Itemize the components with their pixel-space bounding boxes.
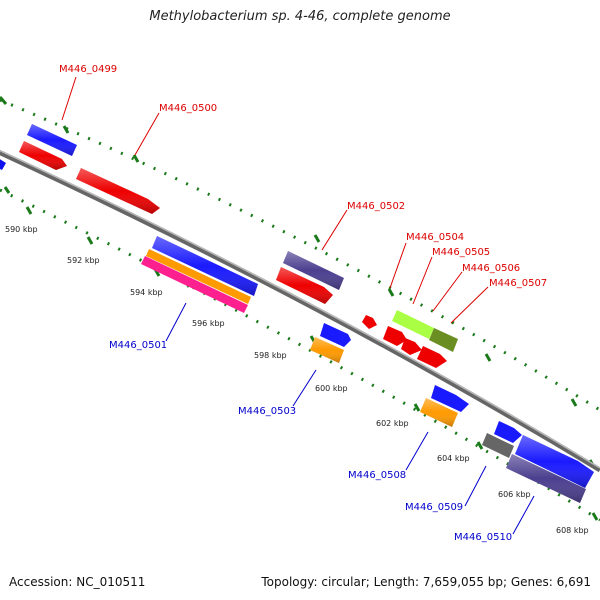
lower-leader-lines: [165, 302, 535, 535]
scale-label-592: 592 kbp: [67, 256, 100, 265]
gene-feature-red-4: [401, 338, 422, 355]
gene-feature-red-small: [362, 315, 377, 329]
topology-text: Topology: circular; Length: 7,659,055 bp…: [261, 575, 591, 589]
gene-label-m446-0504[interactable]: M446_0504: [406, 232, 464, 243]
gene-features: [0, 124, 594, 503]
gene-feature-m446-0501-orange: [146, 249, 251, 304]
gene-label-m446-0502[interactable]: M446_0502: [347, 201, 405, 212]
scale-label-598: 598 kbp: [254, 351, 287, 360]
gene-feature-red-3: [383, 326, 407, 346]
gene-feature-m446-0505: [392, 310, 434, 339]
gene-feature-blue-3: [431, 385, 469, 412]
gene-label-m446-0505[interactable]: M446_0505: [432, 247, 490, 258]
upper-leader-lines: [61, 76, 489, 324]
map-title: Methylobacterium sp. 4-46, complete geno…: [149, 9, 451, 24]
gene-feature-red-5: [417, 346, 447, 368]
scale-label-594: 594 kbp: [130, 288, 163, 297]
gene-label-m446-0503[interactable]: M446_0503: [238, 406, 296, 417]
gene-label-m446-0506[interactable]: M446_0506: [462, 263, 520, 274]
gene-label-m446-0507[interactable]: M446_0507: [489, 278, 547, 289]
gene-feature-blue: [0, 159, 6, 170]
gene-feature-m446-0509: [482, 433, 514, 458]
gene-label-m446-0499[interactable]: M446_0499: [59, 64, 117, 75]
gene-feature-m446-0506: [429, 328, 458, 352]
gene-feature-blue-2: [320, 323, 351, 347]
genome-backbone: [0, 149, 600, 473]
gene-label-m446-0509[interactable]: M446_0509: [405, 502, 463, 513]
scale-label-604: 604 kbp: [437, 454, 470, 463]
gene-feature-m446-0501-pink: [141, 256, 248, 313]
scale-label-606: 606 kbp: [498, 490, 531, 499]
gene-label-m446-0510[interactable]: M446_0510: [454, 532, 512, 543]
scale-label-608: 608 kbp: [556, 526, 589, 535]
gene-label-m446-0508[interactable]: M446_0508: [348, 470, 406, 481]
scale-label-590: 590 kbp: [5, 225, 38, 234]
scale-label-602: 602 kbp: [376, 419, 409, 428]
scale-label-600: 600 kbp: [315, 384, 348, 393]
outer-dotted-ring: [0, 98, 600, 412]
gene-label-m446-0500[interactable]: M446_0500: [159, 103, 217, 114]
scale-label-596: 596 kbp: [192, 319, 225, 328]
gene-feature-blue-4: [494, 421, 522, 443]
accession-text: Accession: NC_010511: [9, 575, 146, 589]
gene-label-m446-0501[interactable]: M446_0501: [109, 340, 167, 351]
